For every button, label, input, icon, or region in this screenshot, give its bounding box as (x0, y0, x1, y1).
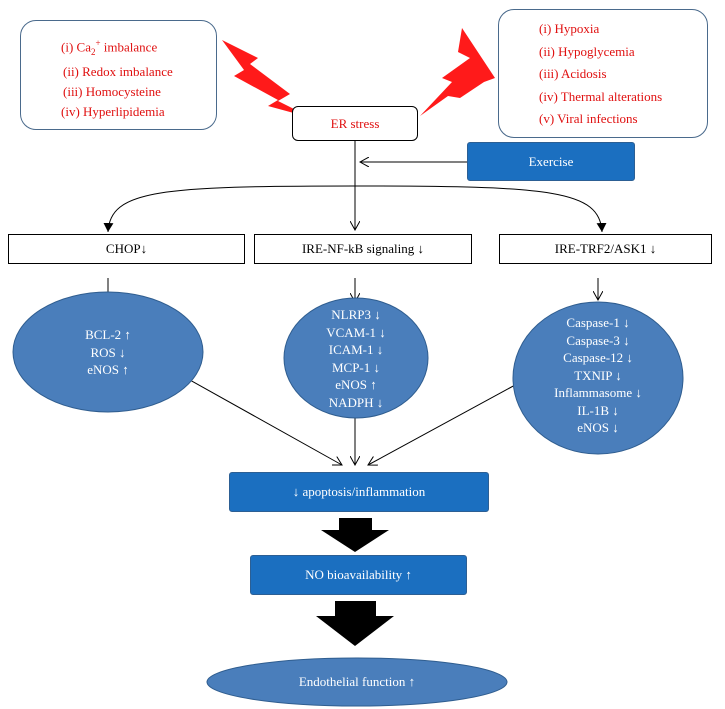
effect-item: eNOS ↑ (335, 377, 377, 392)
effect-item: eNOS ↑ (87, 362, 129, 377)
ire-trf2-box: IRE-TRF2/ASK1 ↓ (499, 234, 712, 264)
effect-item: Inflammasome ↓ (554, 385, 642, 400)
right-causes-box: (i) Hypoxia (ii) Hypoglycemia (iii) Acid… (498, 9, 708, 138)
endothelial-label: Endothelial function ↑ (298, 674, 416, 689)
endothelial-label-wrap: Endothelial function ↑ (207, 668, 507, 696)
cause-item: (i) Hypoxia (539, 21, 600, 36)
effects-ellipse-right (512, 301, 684, 455)
er-stress-box: ER stress (292, 106, 418, 141)
effect-item: NLRP3 ↓ (331, 307, 381, 322)
cause-item: (ii) Hypoglycemia (539, 43, 635, 59)
effect-item: BCL-2 ↑ (85, 327, 131, 342)
lightning-bolt-icon (420, 28, 495, 116)
left-converge-arrow (171, 369, 342, 465)
effect-item: IL-1B ↓ (577, 402, 619, 418)
cause-item: (iii) Homocysteine (63, 83, 161, 99)
effects-ellipse-left (12, 291, 204, 413)
right-causes-list: (i) Hypoxia (ii) Hypoglycemia (iii) Acid… (539, 18, 707, 131)
right-converge-arrow (368, 377, 529, 465)
chop-label: CHOP↓ (105, 241, 148, 256)
left-causes-list: (i) Ca2+ imbalance (ii) Redox imbalance … (61, 33, 216, 122)
cause-item: (iv) Hyperlipidemia (61, 103, 165, 119)
lightning-bolt-icon (222, 40, 312, 118)
er-stress-label: ER stress (330, 115, 380, 131)
effect-item: NADPH ↓ (328, 394, 384, 410)
effect-item: ICAM-1 ↓ (328, 342, 384, 357)
effect-item: Caspase-1 ↓ (566, 315, 630, 330)
cause-item: (iv) Thermal alterations (539, 88, 663, 104)
cause-item: (ii) Redox imbalance (63, 63, 173, 79)
effect-item: Caspase-12 ↓ (563, 350, 633, 365)
chop-box: CHOP↓ (8, 234, 245, 264)
er-to-chop-connector (103, 185, 356, 233)
endothelial-ellipse (206, 657, 508, 707)
cause-item: (v) Viral infections (539, 111, 638, 126)
down-arrow-icon (321, 518, 389, 552)
effects-middle-list: NLRP3 ↓ VCAM-1 ↓ ICAM-1 ↓ MCP-1 ↓ eNOS ↑… (296, 306, 416, 411)
ire-nfkb-box: IRE-NF-kB signaling ↓ (254, 234, 472, 264)
no-bioavailability-box: NO bioavailability ↑ (250, 555, 467, 595)
effects-left-list: BCL-2 ↑ ROS ↓ eNOS ↑ (48, 326, 168, 379)
effects-right-list: Caspase-1 ↓ Caspase-3 ↓ Caspase-12 ↓ TXN… (528, 314, 668, 437)
left-causes-box: (i) Ca2+ imbalance (ii) Redox imbalance … (20, 20, 217, 130)
cause-item: (i) Ca2+ imbalance (61, 38, 158, 57)
effects-ellipse-middle (283, 297, 429, 419)
exercise-box: Exercise (467, 142, 635, 181)
cause-item: (iii) Acidosis (539, 66, 607, 81)
effect-item: ROS ↓ (90, 344, 126, 360)
effect-item: eNOS ↓ (577, 420, 619, 435)
effect-item: MCP-1 ↓ (331, 359, 381, 375)
ire-trf2-label: IRE-TRF2/ASK1 ↓ (554, 241, 657, 256)
no-bioavailability-label: NO bioavailability ↑ (305, 567, 412, 582)
down-arrow-icon (316, 601, 394, 646)
ire-nfkb-label: IRE-NF-kB signaling ↓ (301, 241, 425, 256)
effect-item: Caspase-3 ↓ (566, 332, 630, 348)
apoptosis-box: ↓ apoptosis/inflammation (229, 472, 489, 512)
exercise-label: Exercise (528, 153, 574, 169)
apoptosis-label: ↓ apoptosis/inflammation (292, 484, 426, 499)
effect-item: VCAM-1 ↓ (326, 324, 386, 340)
er-to-trf2-connector (354, 185, 607, 233)
effect-item: TXNIP ↓ (574, 367, 622, 383)
